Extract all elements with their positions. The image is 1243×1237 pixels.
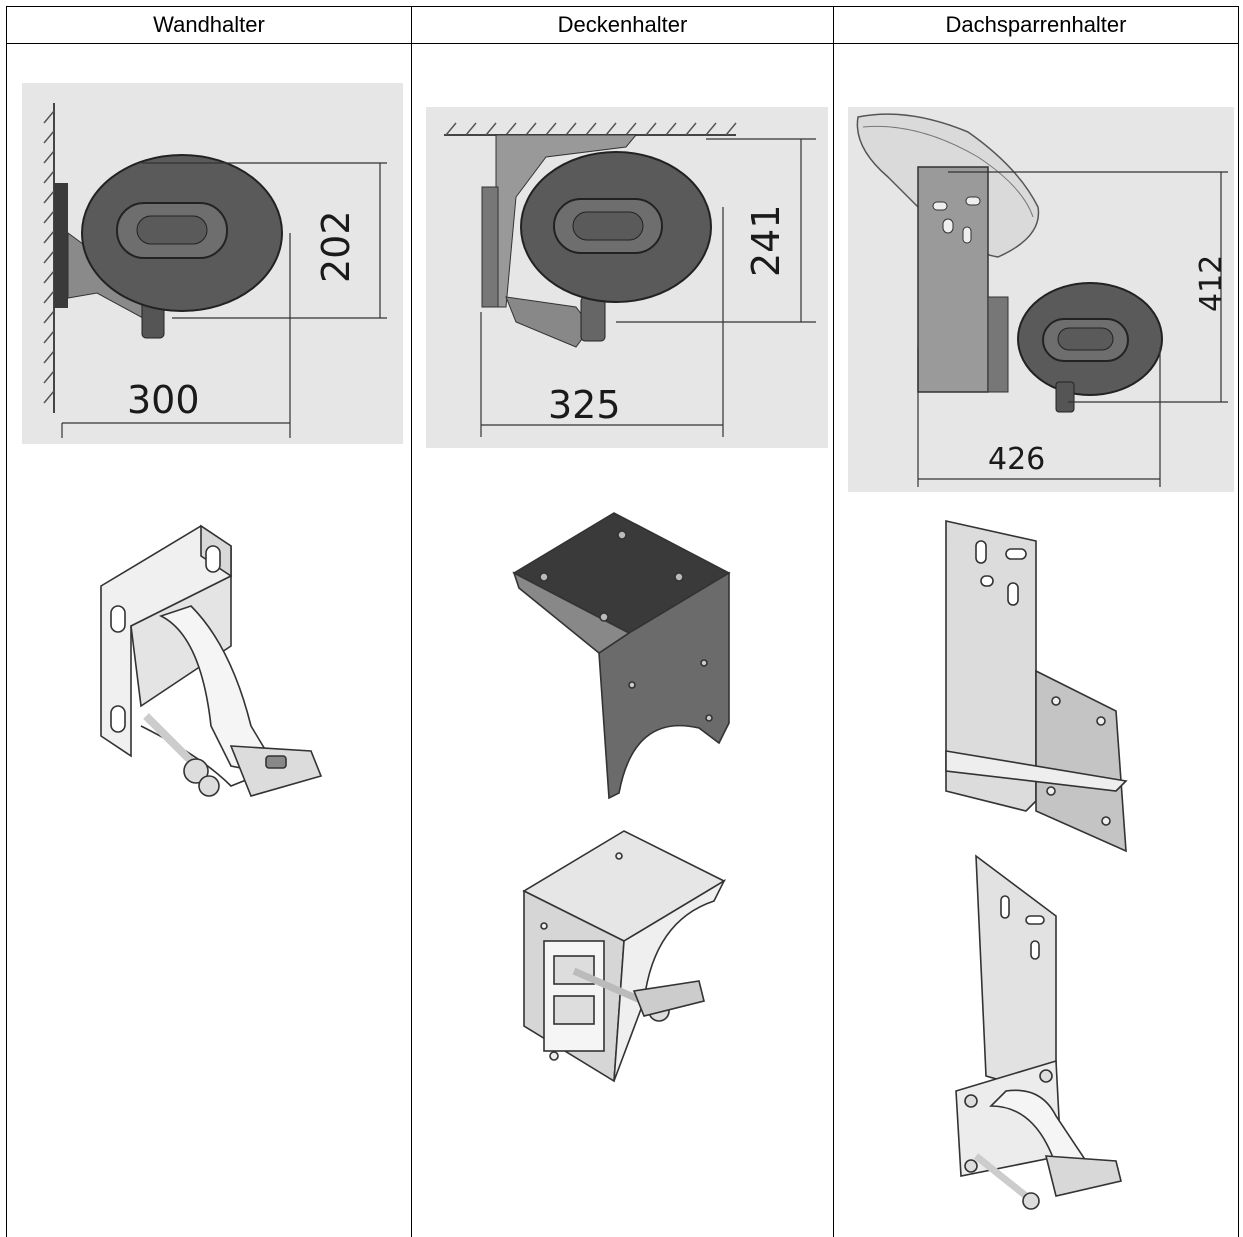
- wall-mount-drawing-icon: [43, 103, 387, 438]
- rafter-mount-drawing-icon: [856, 113, 1228, 487]
- column-divider-1: [411, 6, 412, 1237]
- ceiling-bracket-assembled-3d-icon: [522, 830, 726, 1083]
- ceiling-mount-height-dimension: 241: [744, 204, 788, 277]
- ceiling-mount-width-dimension: 325: [548, 383, 621, 427]
- header-wandhalter: Wandhalter: [153, 12, 265, 37]
- ceiling-mount-dimension-drawing: 241 325: [426, 107, 828, 448]
- wall-mount-height-dimension: 202: [314, 210, 358, 283]
- table-border-right: [1238, 6, 1239, 1237]
- rafter-mount-width-dimension: 426: [988, 442, 1046, 477]
- table-border-left: [6, 6, 7, 1237]
- column-divider-2: [833, 6, 834, 1237]
- ceiling-bracket-3d-icon: [512, 512, 731, 800]
- wall-mount-dimension-drawing: 202 300: [22, 83, 403, 444]
- wall-bracket-3d-icon: [100, 524, 323, 797]
- rafter-bracket-assembled-3d-icon: [955, 854, 1122, 1210]
- header-deckenhalter: Deckenhalter: [557, 12, 688, 37]
- header-dachsparrenhalter: Dachsparrenhalter: [945, 12, 1127, 37]
- bracket-comparison-table: Wandhalter Deckenhalter Dachsparrenhalte…: [6, 6, 1239, 1237]
- rafter-mount-dimension-drawing: 412 426: [848, 107, 1234, 492]
- wall-mount-width-dimension: 300: [127, 378, 200, 422]
- rafter-plate-3d-icon: [945, 520, 1128, 853]
- ceiling-mount-drawing-icon: [444, 122, 816, 437]
- rafter-mount-height-dimension: 412: [1194, 254, 1229, 312]
- table-border-top: [6, 6, 1239, 7]
- header-divider: [6, 43, 1239, 44]
